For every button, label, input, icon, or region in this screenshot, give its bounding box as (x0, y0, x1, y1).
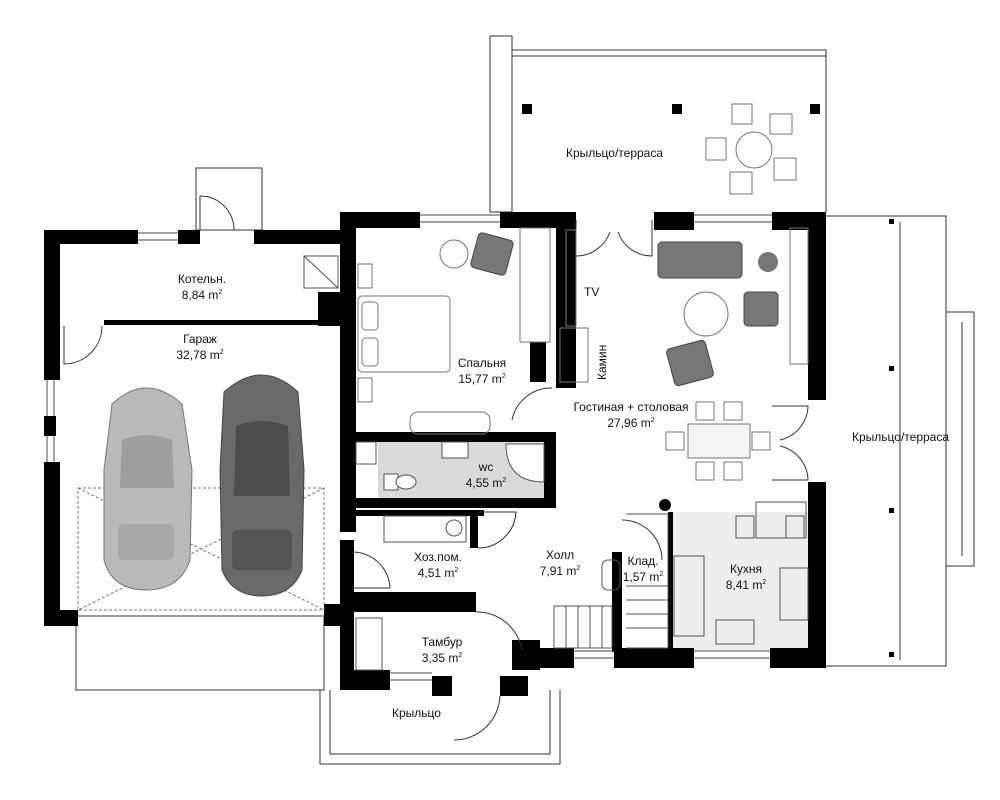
car-light (103, 387, 193, 591)
porch-outline (75, 167, 561, 765)
room-label-kitchen: Кухня 8,41 m2 (706, 562, 786, 592)
walls (44, 212, 826, 696)
room-area: 7,91 m2 (539, 564, 581, 578)
wc-fixtures (355, 441, 545, 491)
room-area: 8,41 m2 (725, 578, 767, 592)
room-label-garage: Гараж 32,78 m2 (160, 332, 240, 362)
bedroom-furniture (357, 227, 551, 435)
room-name: Клад. (627, 554, 659, 568)
room-name: Хоз.пом. (414, 550, 462, 564)
room-name: Тамбур (421, 635, 463, 649)
car-dark (219, 374, 305, 597)
terrace-furniture (705, 103, 797, 195)
room-label-wc: wc 4,55 m2 (446, 460, 526, 490)
room-area: 8,84 m2 (181, 288, 223, 302)
room-area: 3,35 m2 (421, 651, 463, 665)
room-area: 1,57 m2 (622, 570, 664, 584)
fixtures (303, 255, 809, 671)
room-name: Котельн. (177, 272, 227, 286)
room-name: Гостиная + столовая (573, 400, 689, 414)
fireplace-label: Камин (595, 344, 609, 380)
terrace-right (826, 215, 975, 667)
room-name: wc (478, 460, 494, 474)
room-area: 32,78 m2 (176, 348, 224, 362)
tv-label: TV (584, 285, 600, 299)
terrace-top (489, 35, 827, 213)
armchair-icon (470, 232, 779, 387)
terrace-right-label: Крыльцо/терраса (852, 430, 950, 444)
room-label-living: Гостиная + столовая 27,96 m2 (566, 400, 696, 430)
room-name: Спальня (457, 356, 507, 370)
room-label-bedroom: Спальня 15,77 m2 (442, 356, 522, 386)
room-area: 15,77 m2 (458, 372, 506, 386)
room-label-utility: Хоз.пом. 4,51 m2 (398, 550, 478, 580)
porch-label: Крыльцо (392, 706, 441, 720)
room-area: 27,96 m2 (607, 416, 655, 430)
room-label-kotelnaya: Котельн. 8,84 m2 (162, 272, 242, 302)
windows (46, 214, 772, 681)
room-area: 4,51 m2 (417, 566, 459, 580)
room-name: Холл (545, 548, 575, 562)
stairs (553, 513, 669, 649)
plant-icon (758, 252, 778, 272)
terrace-top-label: Крыльцо/терраса (566, 146, 664, 160)
terrace-posts (522, 104, 894, 657)
room-label-hall: Холл 7,91 m2 (520, 548, 600, 578)
living-furniture (559, 227, 809, 481)
room-label-pantry: Клад. 1,57 m2 (620, 554, 666, 584)
doors (63, 195, 809, 741)
room-label-vestibule: Тамбур 3,35 m2 (402, 635, 482, 665)
room-area: 4,55 m2 (465, 476, 507, 490)
room-name: Гараж (183, 332, 217, 346)
room-name: Кухня (729, 562, 763, 576)
